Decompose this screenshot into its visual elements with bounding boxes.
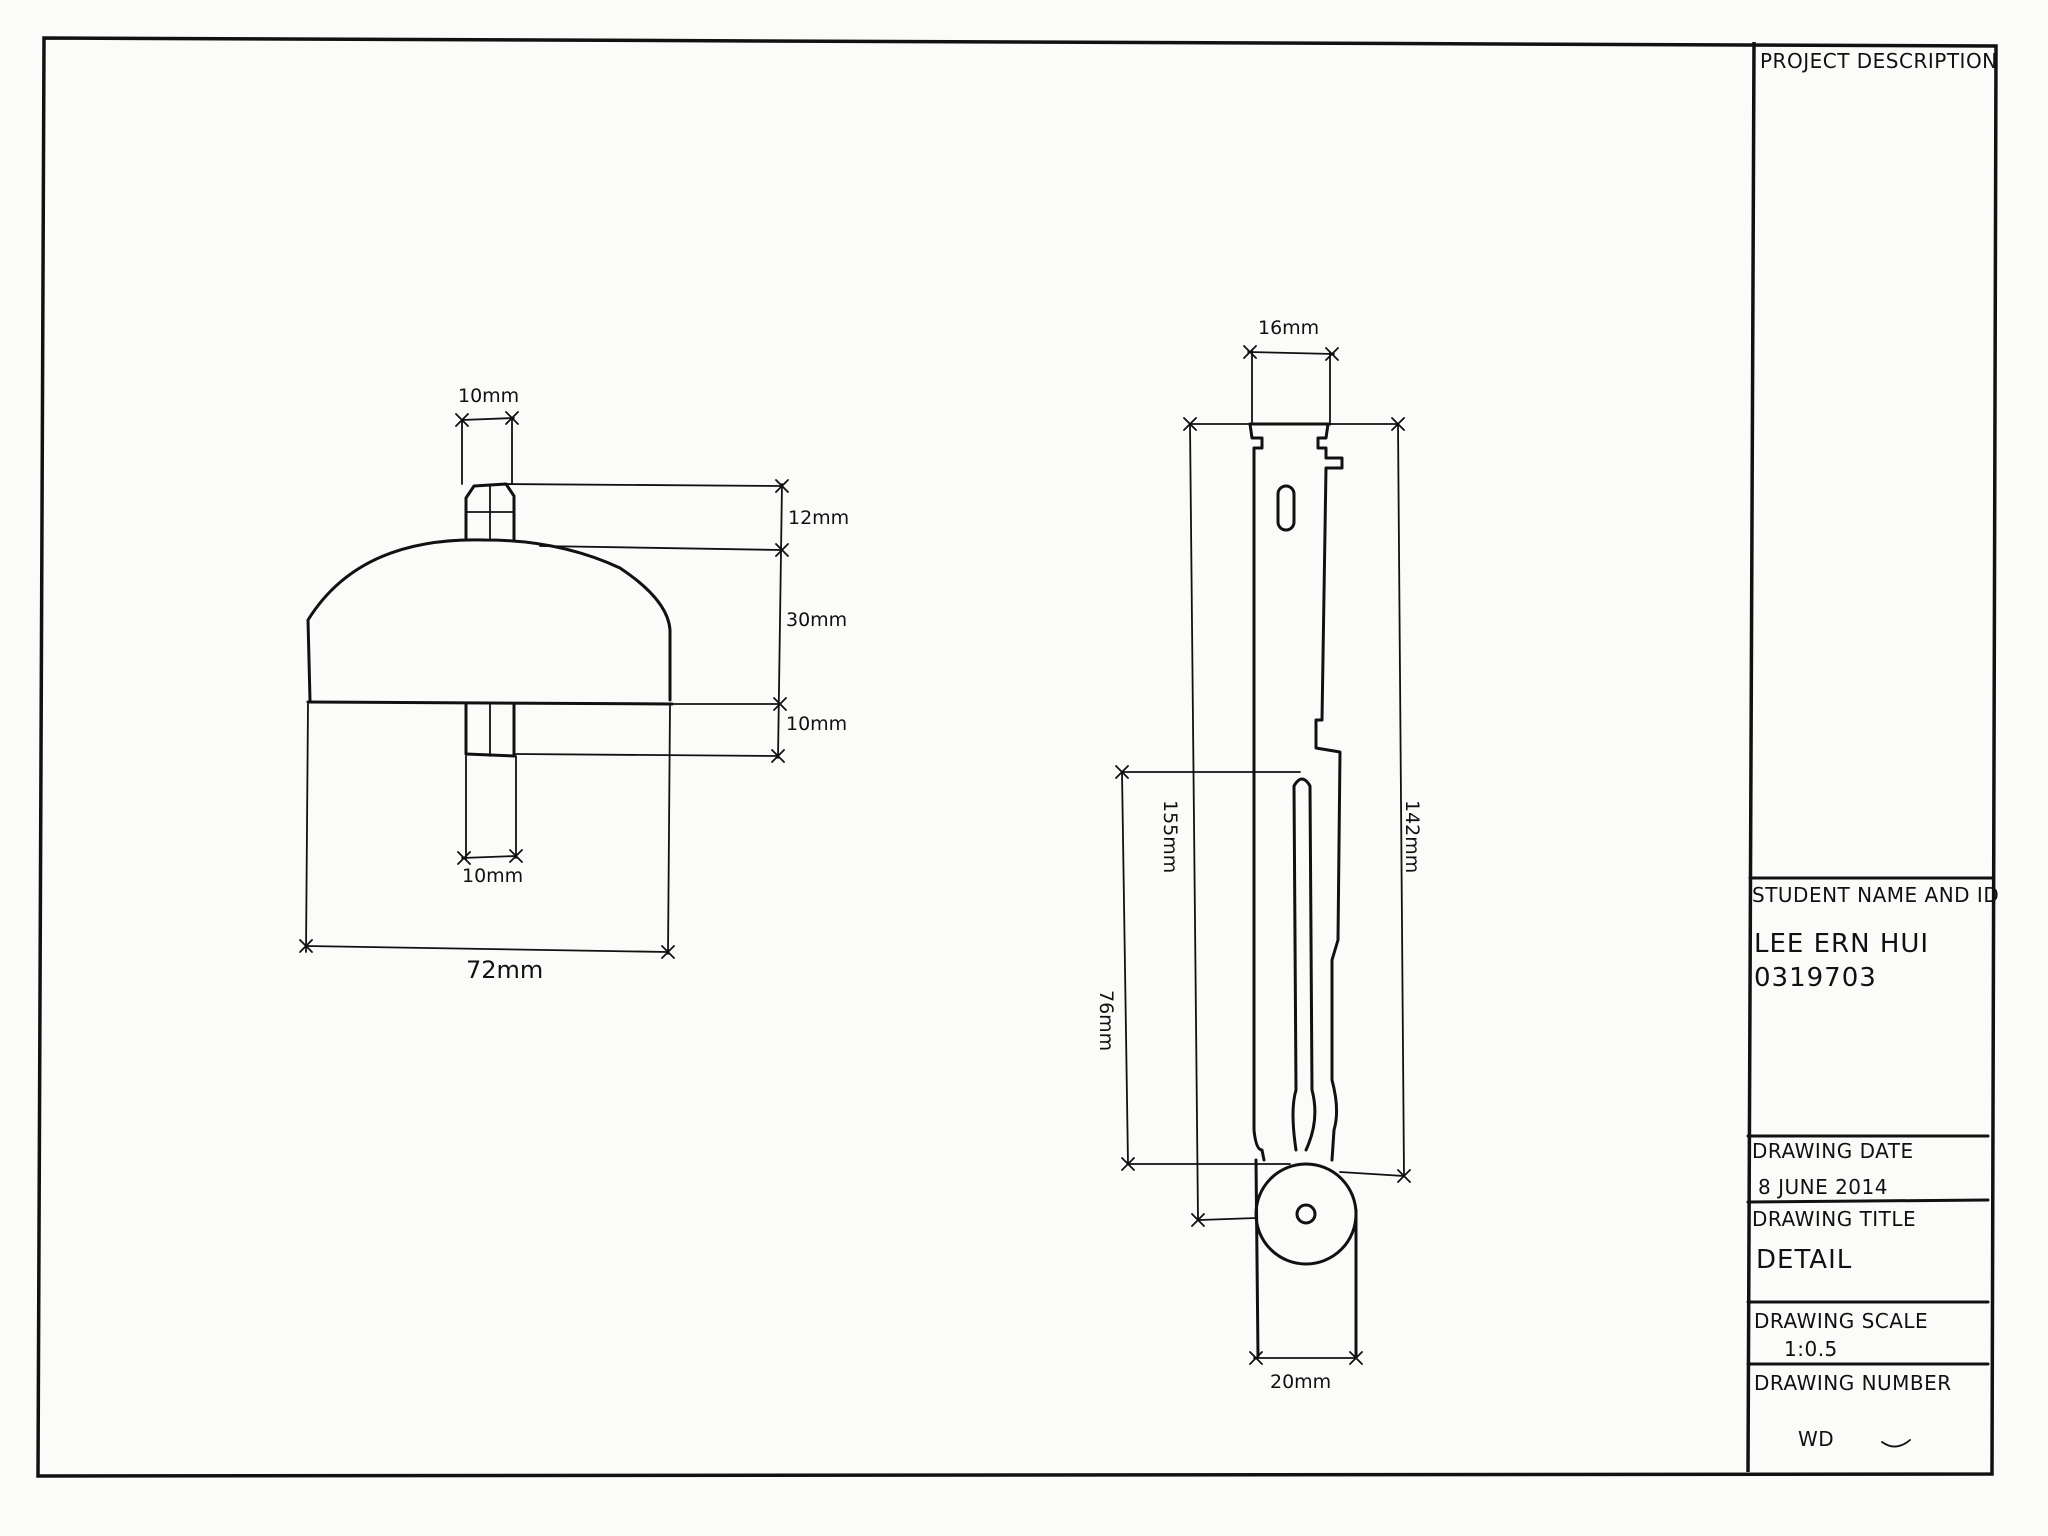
drawing-date-label: DRAWING DATE bbox=[1752, 1139, 1914, 1163]
dim-ext bbox=[667, 705, 671, 955]
dim-bolt-top-width: 10mm bbox=[458, 385, 519, 407]
dim-dome-height: 30mm bbox=[786, 609, 847, 631]
bolt-head bbox=[464, 482, 516, 542]
dim-ext bbox=[1339, 1171, 1405, 1177]
dome-body bbox=[306, 538, 672, 702]
right-view-lever: 16mm 155mm 142mm 76mm 20mm bbox=[1095, 317, 1423, 1393]
dim-ext bbox=[499, 483, 783, 487]
dim-line bbox=[305, 945, 669, 953]
drawing-scale: 1:0.5 bbox=[1784, 1337, 1838, 1361]
dim-line-vertical bbox=[1121, 771, 1129, 1165]
title-block: PROJECT DESCRIPTION STUDENT NAME AND ID … bbox=[1746, 41, 1999, 1473]
dim-right-total: 142mm bbox=[1401, 800, 1423, 873]
student-name-and-id-label: STUDENT NAME AND ID bbox=[1752, 883, 1999, 907]
dome-base-line bbox=[306, 700, 674, 706]
dim-line-vertical bbox=[777, 483, 783, 759]
left-view-knob: 10mm 12mm 30mm 10mm 10mm 72mm bbox=[299, 385, 849, 984]
lower-stem-left bbox=[1254, 1158, 1260, 1358]
dim-ticks bbox=[1249, 1351, 1363, 1365]
dim-bolt-bottom-width: 10mm bbox=[462, 865, 523, 887]
dim-ticks bbox=[1391, 417, 1411, 1183]
drawing-title: DETAIL bbox=[1756, 1245, 1852, 1275]
dim-ticks bbox=[299, 939, 675, 959]
dim-bolt-head-height: 12mm bbox=[788, 507, 849, 529]
drawing-scale-label: DRAWING SCALE bbox=[1754, 1309, 1928, 1333]
dim-left-total: 155mm bbox=[1159, 800, 1181, 873]
dim-ext bbox=[515, 753, 779, 757]
dim-ticks bbox=[455, 411, 519, 427]
title-block-divider bbox=[1746, 41, 1756, 1473]
drawing-number: WD bbox=[1798, 1427, 1834, 1451]
dim-bottom-width: 20mm bbox=[1270, 1371, 1331, 1393]
dim-bolt-bottom-height: 10mm bbox=[786, 713, 847, 735]
wheel-axle bbox=[1295, 1203, 1317, 1225]
student-name: LEE ERN HUI bbox=[1754, 929, 1929, 959]
dim-ticks bbox=[1115, 765, 1135, 1171]
dim-ext bbox=[305, 703, 309, 953]
drawing-number-mark bbox=[1881, 1439, 1911, 1448]
dim-line bbox=[461, 417, 515, 421]
dim-line-vertical bbox=[1189, 423, 1199, 1221]
lever-outline bbox=[1248, 422, 1344, 1162]
upper-slot bbox=[1276, 484, 1296, 532]
dim-ticks bbox=[457, 849, 523, 865]
dim-ticks bbox=[1243, 345, 1339, 361]
drawing-number-label: DRAWING NUMBER bbox=[1754, 1371, 1952, 1395]
dim-line bbox=[1247, 351, 1335, 355]
long-slot bbox=[1291, 777, 1317, 1152]
dim-ext bbox=[539, 545, 783, 551]
drawing-border bbox=[36, 36, 1998, 1478]
dim-base-width: 72mm bbox=[466, 956, 543, 984]
dim-ticks bbox=[771, 479, 789, 763]
student-id: 0319703 bbox=[1754, 963, 1877, 993]
dim-ticks bbox=[1183, 417, 1205, 1227]
drawing-date: 8 JUNE 2014 bbox=[1758, 1175, 1888, 1199]
dim-line-vertical bbox=[1397, 423, 1405, 1177]
dim-line bbox=[461, 855, 517, 859]
dim-slot-length: 76mm bbox=[1095, 990, 1117, 1051]
dim-top-width: 16mm bbox=[1258, 317, 1319, 339]
dim-ext bbox=[1199, 1217, 1257, 1221]
project-description-label: PROJECT DESCRIPTION bbox=[1760, 49, 1998, 73]
title-block-rule-3 bbox=[1746, 1198, 1990, 1204]
drawing-title-label: DRAWING TITLE bbox=[1752, 1207, 1916, 1231]
